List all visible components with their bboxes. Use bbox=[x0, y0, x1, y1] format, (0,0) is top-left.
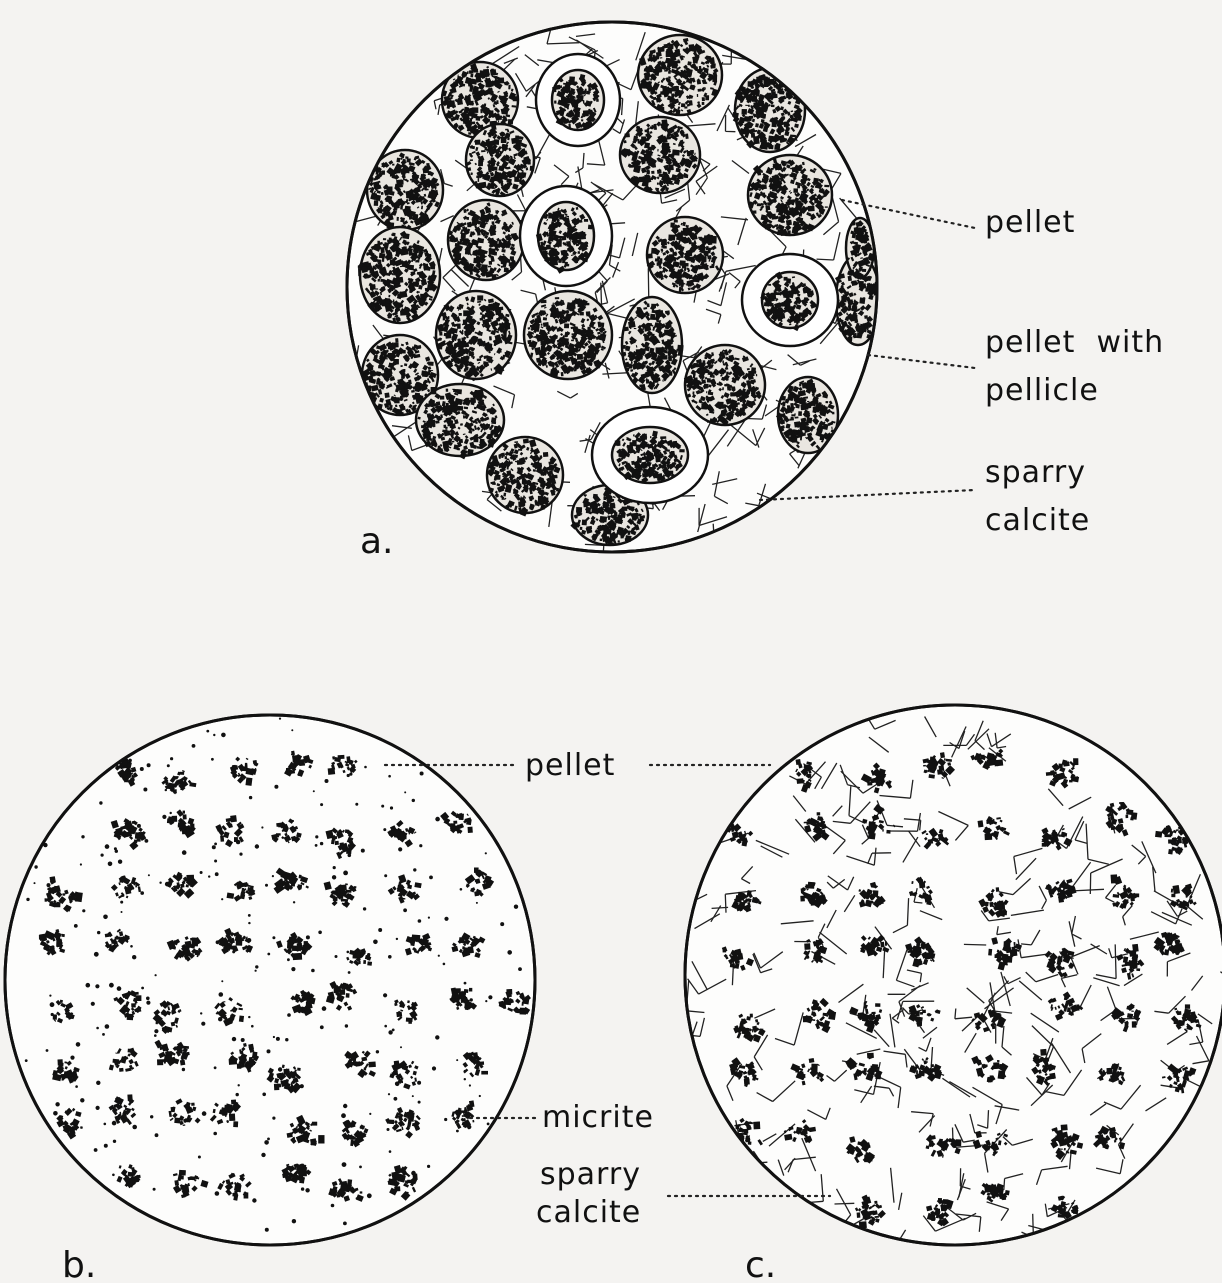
pellet bbox=[465, 124, 534, 196]
pellet bbox=[447, 200, 524, 280]
label-a-pellicle-line1: pellet with bbox=[985, 325, 1164, 360]
pellet-with-pellicle bbox=[592, 407, 708, 503]
panel-b-letter: b. bbox=[62, 1245, 96, 1283]
pellet-with-pellicle bbox=[536, 54, 620, 146]
leader-a-pellicle bbox=[868, 355, 975, 368]
pellet bbox=[747, 155, 832, 236]
leader-a-sparry bbox=[760, 490, 975, 500]
panel-b: b. bbox=[5, 715, 535, 1283]
label-a-sparry-line1: sparry bbox=[985, 455, 1086, 490]
pellet-with-pellicle bbox=[742, 254, 838, 346]
pellet bbox=[622, 297, 684, 393]
pellet bbox=[684, 345, 765, 426]
label-b-micrite: micrite bbox=[542, 1100, 654, 1135]
pellet bbox=[620, 117, 700, 193]
label-c-sparry-line2: calcite bbox=[536, 1195, 641, 1230]
pellet bbox=[638, 35, 722, 115]
label-c-sparry-line1: sparry bbox=[540, 1157, 641, 1192]
panel-a: a. pellet pellet with pellicle sparry ca… bbox=[346, 22, 1164, 562]
panel-c-letter: c. bbox=[745, 1245, 776, 1283]
pellet bbox=[647, 217, 723, 293]
panel-b-field-of-view bbox=[5, 715, 535, 1245]
label-a-pellet: pellet bbox=[985, 205, 1075, 240]
pellet bbox=[436, 291, 516, 379]
label-a-pellicle-line2: pellicle bbox=[985, 373, 1099, 408]
panel-a-letter: a. bbox=[360, 521, 394, 562]
pellet bbox=[524, 291, 612, 379]
label-bc-pellet: pellet bbox=[525, 748, 615, 783]
pellet-with-pellicle bbox=[520, 186, 612, 286]
label-a-sparry-line2: calcite bbox=[985, 503, 1090, 538]
